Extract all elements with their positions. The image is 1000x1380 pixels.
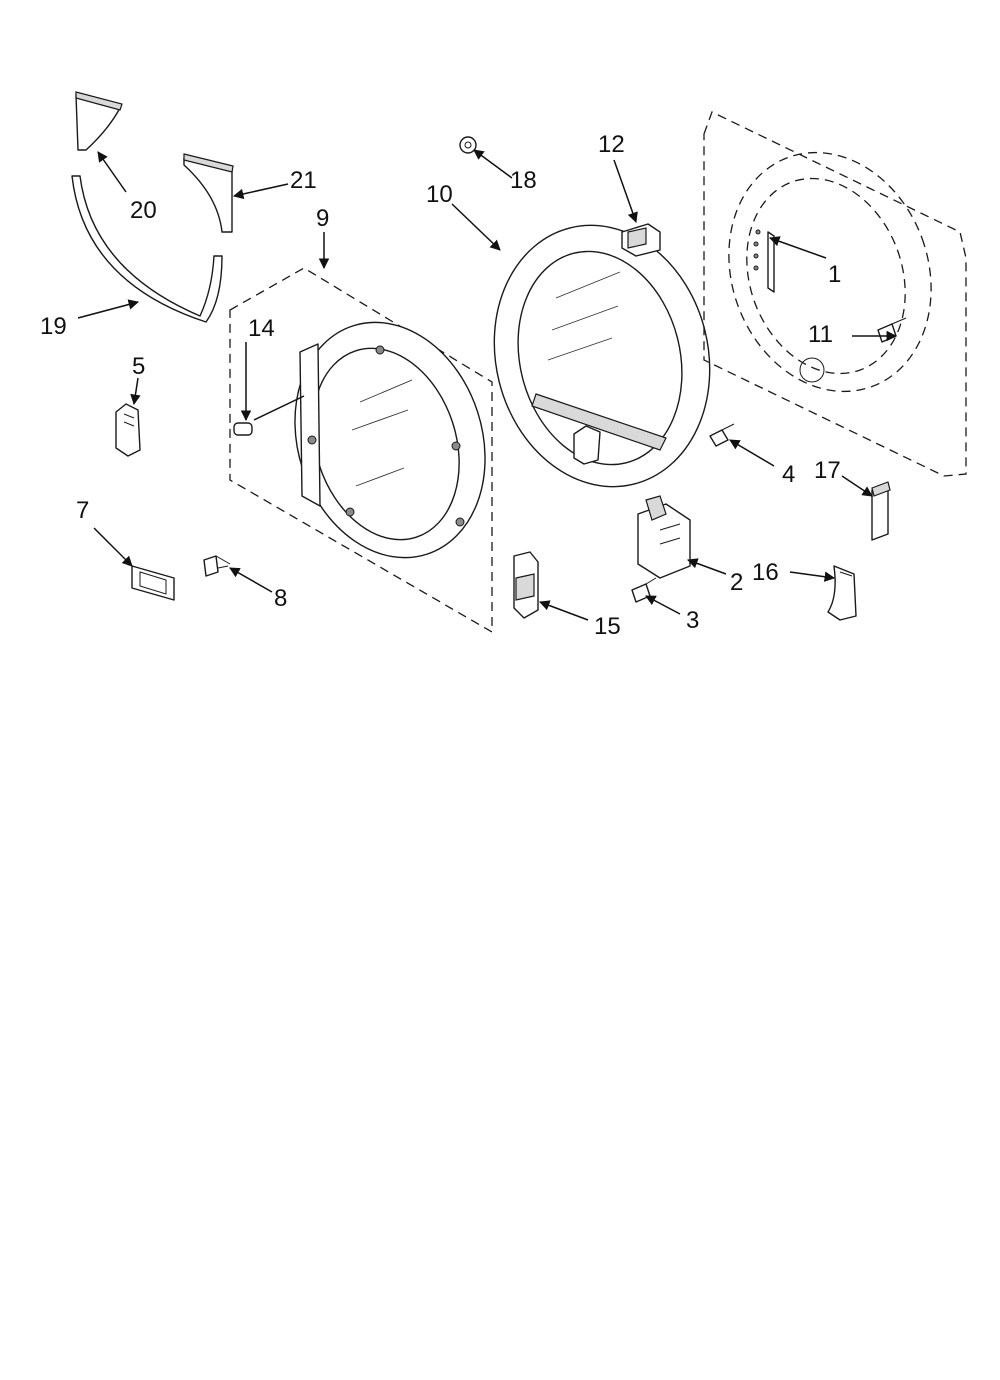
part-1-front-panel (703, 111, 967, 477)
callout-10: 10 (426, 181, 453, 208)
leader-lines (77, 149, 898, 621)
callout-15: 15 (594, 613, 621, 640)
part-17-handle-cover (871, 481, 891, 541)
part-18-nut (459, 136, 477, 154)
callout-21: 21 (290, 167, 317, 194)
callout-8: 8 (274, 585, 287, 612)
callout-9: 9 (316, 205, 329, 232)
part-20-trim-piece (75, 91, 123, 151)
callout-16: 16 (752, 559, 779, 586)
callout-3: 3 (686, 607, 699, 634)
callout-labels: 20 21 19 5 7 8 9 14 10 18 12 1 11 4 17 2… (40, 131, 841, 640)
callout-20: 20 (130, 197, 157, 224)
part-16-handle (827, 565, 857, 621)
part-12-hinge-clip (621, 223, 661, 257)
part-7-bezel (131, 565, 175, 601)
part-4-screw (709, 423, 735, 447)
callout-12: 12 (598, 131, 625, 158)
callout-7: 7 (76, 497, 89, 524)
part-2-hinge (637, 495, 691, 579)
part-11-screw (877, 317, 907, 343)
part-21-trim-piece (183, 153, 234, 233)
callout-2: 2 (730, 569, 743, 596)
callout-4: 4 (782, 461, 795, 488)
callout-18: 18 (510, 167, 537, 194)
callout-19: 19 (40, 313, 67, 340)
part-14-clip (233, 422, 253, 436)
part-5-latch (115, 403, 141, 457)
callout-17: 17 (814, 457, 841, 484)
callout-1: 1 (828, 261, 841, 288)
part-3-screw (631, 577, 657, 603)
part-8-screw (203, 555, 231, 577)
part-9-outer-door (229, 267, 493, 634)
part-19-door-seal (71, 175, 223, 323)
callout-5: 5 (132, 353, 145, 380)
part-10-inner-door (493, 224, 711, 488)
callout-14: 14 (248, 315, 275, 342)
part-15-handle (513, 551, 539, 619)
callout-11: 11 (808, 321, 833, 348)
